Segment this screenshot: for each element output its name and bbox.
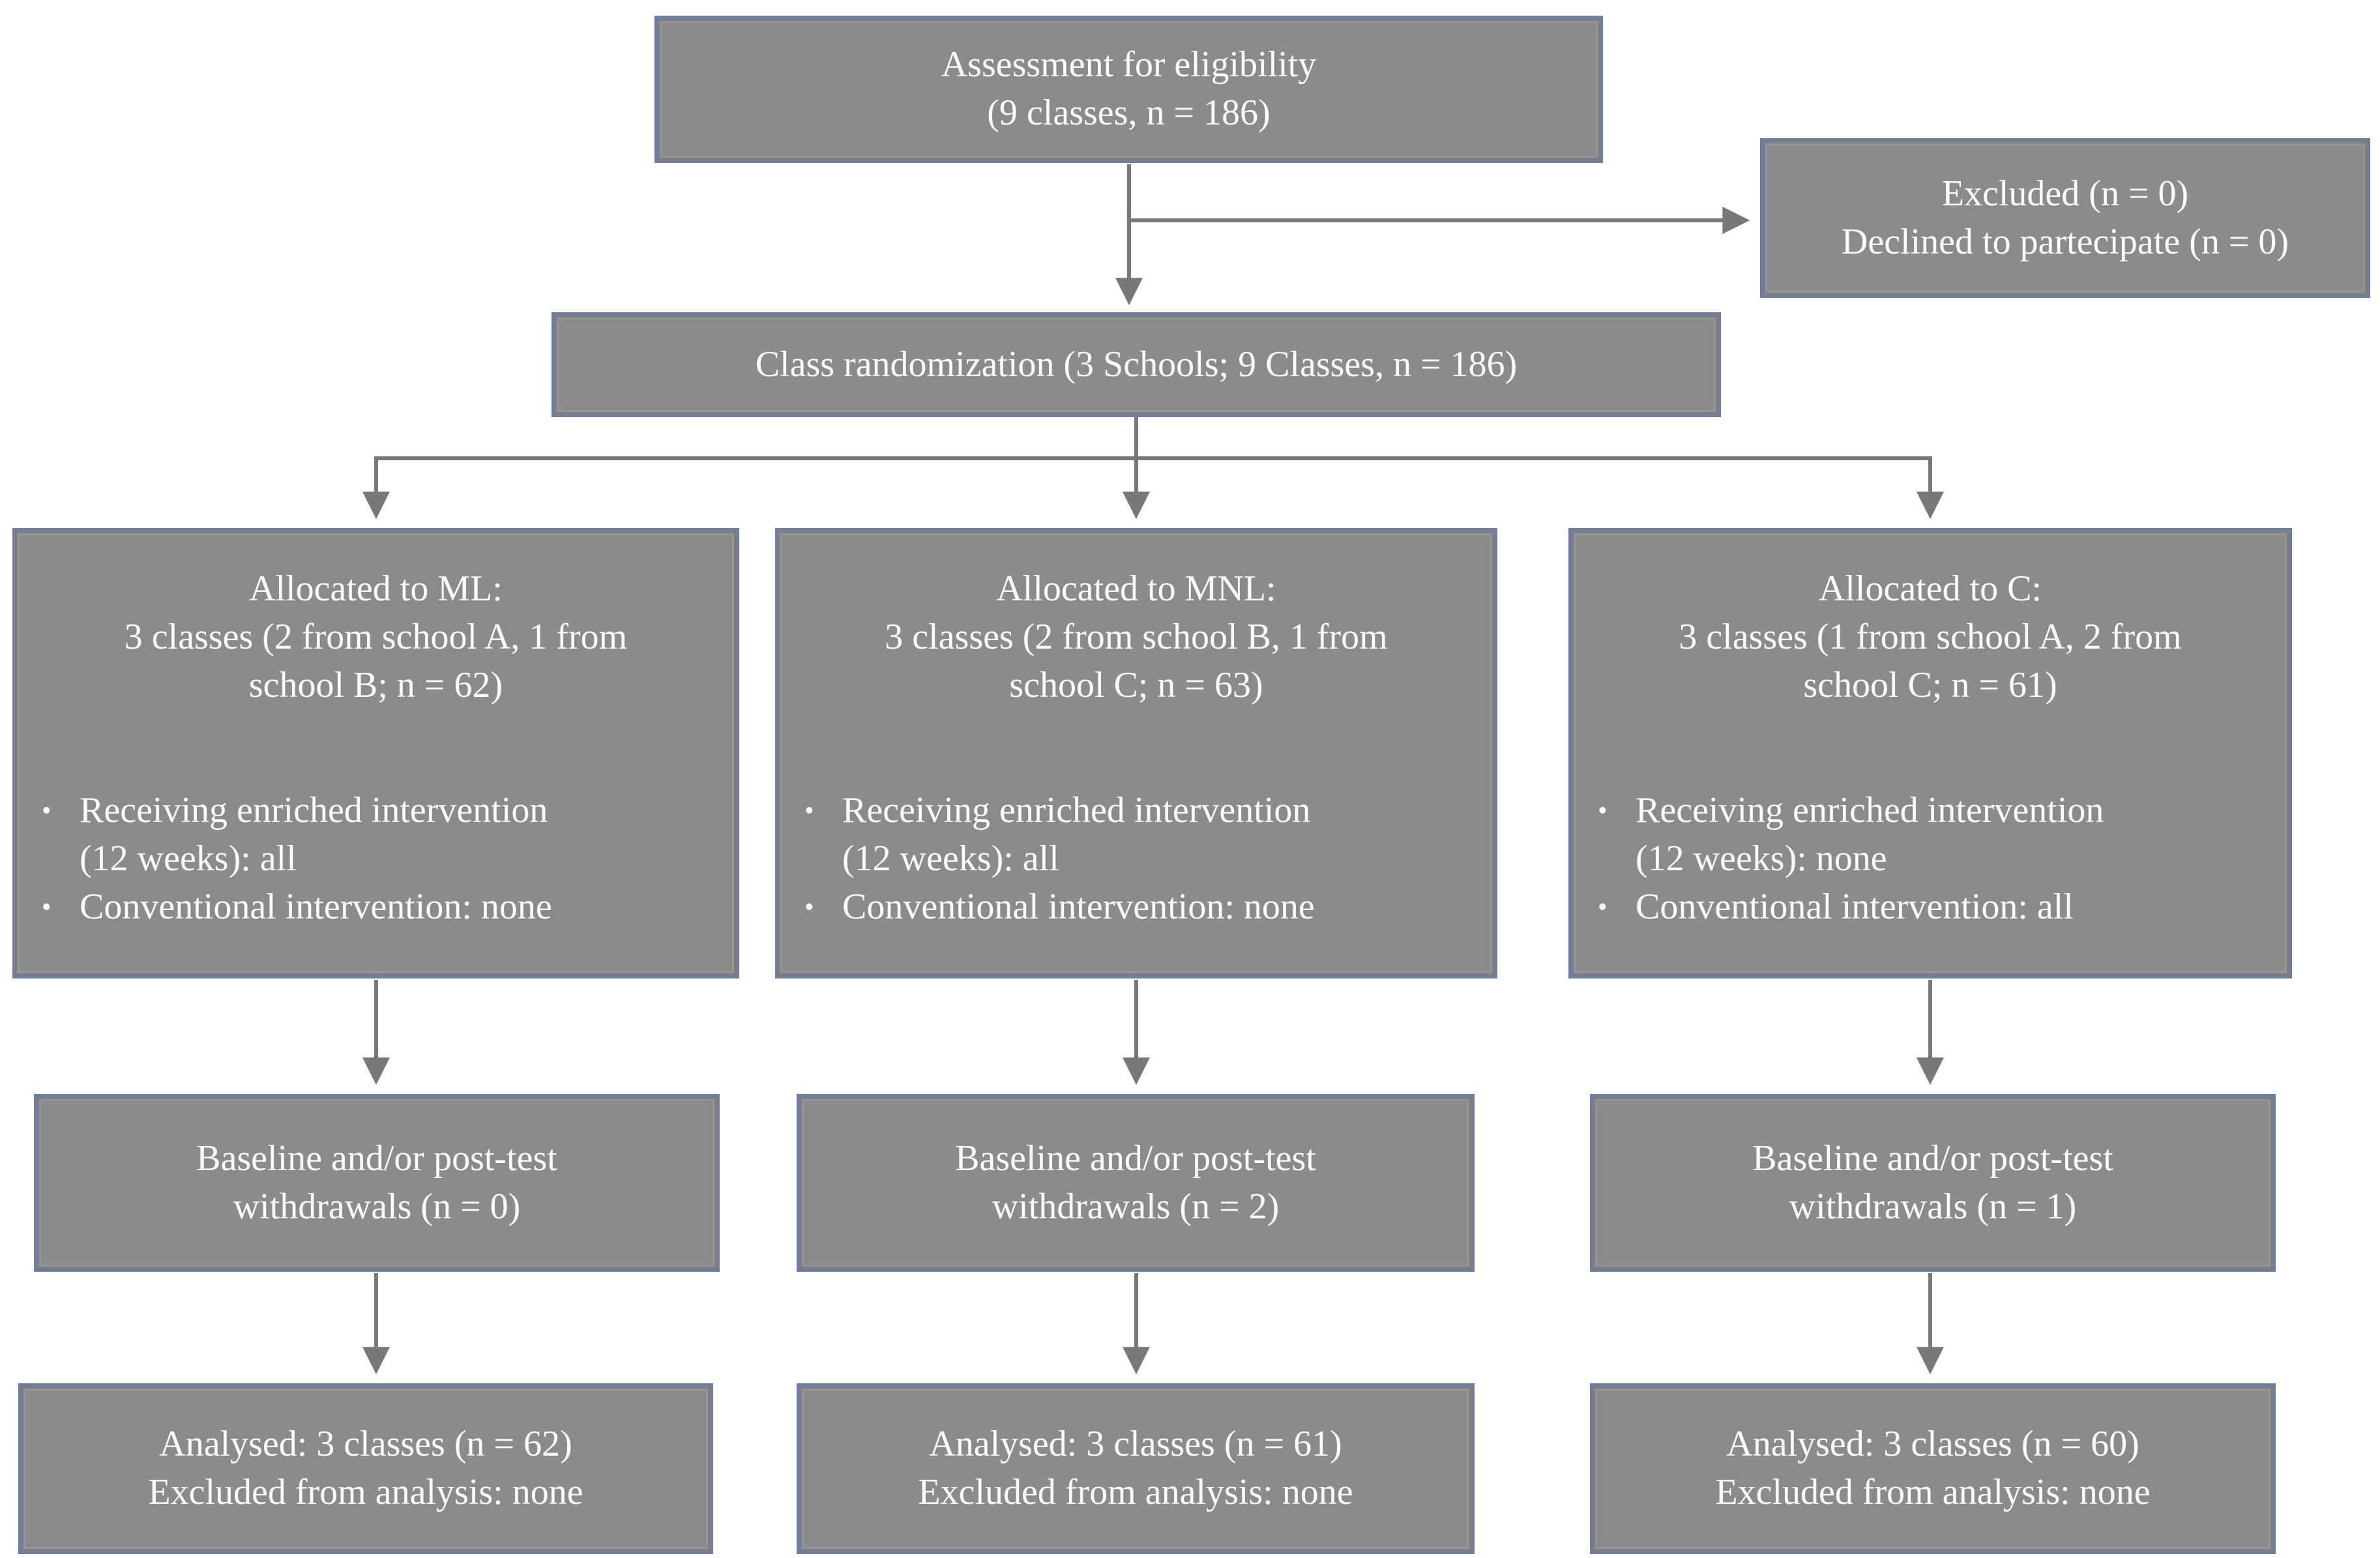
bullet-icon: • xyxy=(42,892,51,922)
box-analysed-mnl: Analysed: 3 classes (n = 61) Excluded fr… xyxy=(797,1383,1475,1554)
assessment-text: Assessment for eligibility (9 classes, n… xyxy=(941,44,1317,133)
bullet-item: • Receiving enriched intervention (12 we… xyxy=(804,787,1476,883)
box-analysed-c: Analysed: 3 classes (n = 60) Excluded fr… xyxy=(1590,1383,2276,1554)
bullet-icon: • xyxy=(42,795,51,826)
bullet-text: Receiving enriched intervention (12 week… xyxy=(1636,789,2104,879)
allocation-bullet-list: • Receiving enriched intervention (12 we… xyxy=(778,787,1494,932)
allocation-bullet-list: • Receiving enriched intervention (12 we… xyxy=(16,787,736,932)
bullet-icon: • xyxy=(1598,892,1608,922)
box-randomization: Class randomization (3 Schools; 9 Classe… xyxy=(551,312,1721,417)
analysed-text: Analysed: 3 classes (n = 60) Excluded fr… xyxy=(1715,1424,2151,1512)
bullet-text: Conventional intervention: none xyxy=(80,886,552,927)
box-assessment: Assessment for eligibility (9 classes, n… xyxy=(654,16,1603,163)
analysed-text: Analysed: 3 classes (n = 61) Excluded fr… xyxy=(918,1424,1353,1512)
bullet-item: • Receiving enriched intervention (12 we… xyxy=(1598,787,2270,883)
withdrawal-text: Baseline and/or post-test withdrawals (n… xyxy=(1752,1138,2113,1227)
box-allocation-ml: Allocated to ML: 3 classes (2 from schoo… xyxy=(12,528,739,978)
bullet-icon: • xyxy=(1598,795,1608,826)
box-analysed-ml: Analysed: 3 classes (n = 62) Excluded fr… xyxy=(18,1383,713,1554)
allocation-title: Allocated to C: 3 classes (1 from school… xyxy=(1679,568,2182,705)
bullet-item: • Receiving enriched intervention (12 we… xyxy=(42,787,718,883)
excluded-text: Excluded (n = 0) Declined to partecipate… xyxy=(1841,173,2289,262)
bullet-text: Receiving enriched intervention (12 week… xyxy=(80,789,548,879)
randomization-text: Class randomization (3 Schools; 9 Classe… xyxy=(755,344,1518,385)
bullet-text: Conventional intervention: none xyxy=(842,886,1315,927)
allocation-title: Allocated to MNL: 3 classes (2 from scho… xyxy=(885,568,1388,705)
withdrawal-text: Baseline and/or post-test withdrawals (n… xyxy=(955,1138,1316,1227)
box-withdrawal-mnl: Baseline and/or post-test withdrawals (n… xyxy=(797,1094,1475,1272)
allocation-bullet-list: • Receiving enriched intervention (12 we… xyxy=(1572,787,2289,932)
box-withdrawal-ml: Baseline and/or post-test withdrawals (n… xyxy=(34,1094,720,1272)
box-withdrawal-c: Baseline and/or post-test withdrawals (n… xyxy=(1590,1094,2276,1272)
bullet-item: • Conventional intervention: all xyxy=(1598,883,2270,932)
bullet-icon: • xyxy=(804,795,814,826)
bullet-icon: • xyxy=(804,892,814,922)
bullet-text: Conventional intervention: all xyxy=(1636,886,2074,927)
box-allocation-c: Allocated to C: 3 classes (1 from school… xyxy=(1568,528,2292,978)
bullet-item: • Conventional intervention: none xyxy=(804,883,1476,932)
allocation-title: Allocated to ML: 3 classes (2 from schoo… xyxy=(124,568,628,705)
bullet-item: • Conventional intervention: none xyxy=(42,883,718,932)
bullet-text: Receiving enriched intervention (12 week… xyxy=(842,789,1311,879)
box-excluded: Excluded (n = 0) Declined to partecipate… xyxy=(1760,138,2370,298)
analysed-text: Analysed: 3 classes (n = 62) Excluded fr… xyxy=(148,1424,583,1512)
box-allocation-mnl: Allocated to MNL: 3 classes (2 from scho… xyxy=(775,528,1497,978)
withdrawal-text: Baseline and/or post-test withdrawals (n… xyxy=(196,1138,557,1227)
